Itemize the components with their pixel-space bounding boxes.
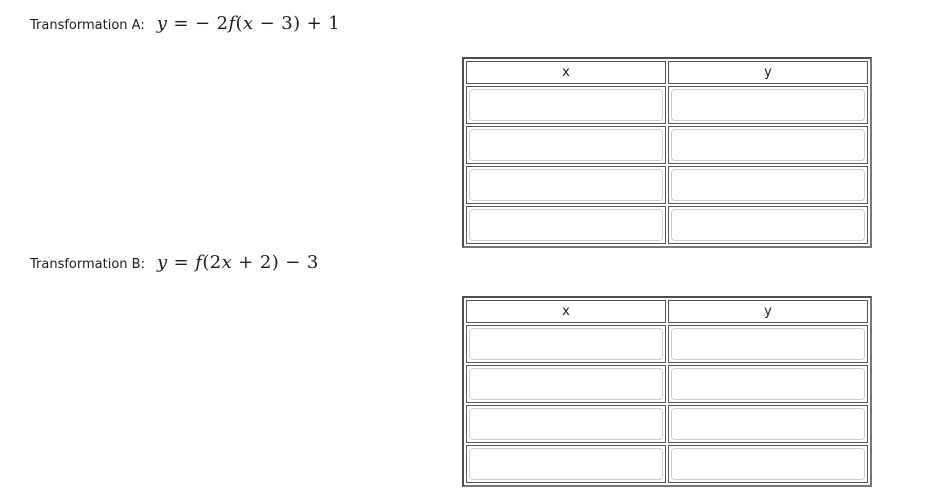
table-a-header-y: y	[668, 61, 868, 84]
table-b-row4-x-input[interactable]	[469, 448, 663, 480]
table-row	[466, 126, 868, 164]
formula-part-variable: x	[221, 252, 233, 273]
table-a-row1-y-input[interactable]	[671, 89, 865, 121]
formula-part-operator: = − 2	[167, 13, 229, 34]
table-a-header-x: x	[466, 61, 666, 84]
formula-part-variable: y	[156, 252, 168, 273]
table-row	[466, 206, 868, 244]
formula-part-variable: x	[242, 13, 254, 34]
table-b-row2-y-input[interactable]	[671, 368, 865, 400]
table-row	[466, 405, 868, 443]
table-b-row4-y-input[interactable]	[671, 448, 865, 480]
table-b-header-x: x	[466, 300, 666, 323]
table-b-header-row: x y	[466, 300, 868, 323]
table-a-row4-x-input[interactable]	[469, 209, 663, 241]
formula-part-operator: + 2) − 3	[232, 252, 319, 273]
table-a-row1-x-input[interactable]	[469, 89, 663, 121]
table-b-row3-x-input[interactable]	[469, 408, 663, 440]
formula-part-operator: (2	[202, 252, 222, 273]
transformation-a-table-block: x y	[462, 57, 872, 248]
formula-part-variable: f	[228, 13, 236, 34]
table-b-row1-y-input[interactable]	[671, 328, 865, 360]
table-a-row3-y-input[interactable]	[671, 169, 865, 201]
transformation-a-prompt: Transformation A: y = − 2f(x − 3) + 1	[30, 13, 340, 34]
table-b-row2-x-input[interactable]	[469, 368, 663, 400]
table-a-row4-y-input[interactable]	[671, 209, 865, 241]
table-row	[466, 365, 868, 403]
table-b-row3-y-input[interactable]	[671, 408, 865, 440]
transformation-b-prompt: Transformation B: y = f(2x + 2) − 3	[30, 252, 319, 273]
transformation-b-table-block: x y	[462, 296, 872, 487]
transformation-a-formula: y = − 2f(x − 3) + 1	[157, 13, 340, 34]
table-row	[466, 325, 868, 363]
formula-part-variable: y	[156, 13, 168, 34]
transformation-b-formula: y = f(2x + 2) − 3	[157, 252, 319, 273]
table-row	[466, 445, 868, 483]
table-b-row1-x-input[interactable]	[469, 328, 663, 360]
formula-part-operator: − 3) + 1	[253, 13, 341, 34]
table-b-header-y: y	[668, 300, 868, 323]
transformation-b-label: Transformation B:	[30, 257, 145, 272]
table-row	[466, 86, 868, 124]
formula-part-operator: =	[167, 252, 196, 273]
formula-part-variable: f	[195, 252, 203, 273]
table-a-row2-y-input[interactable]	[671, 129, 865, 161]
transformation-b-table: x y	[462, 296, 872, 487]
table-a-row2-x-input[interactable]	[469, 129, 663, 161]
formula-part-operator: (	[235, 13, 243, 34]
table-a-header-row: x y	[466, 61, 868, 84]
transformation-a-label: Transformation A:	[30, 18, 145, 33]
table-row	[466, 166, 868, 204]
transformation-a-table: x y	[462, 57, 872, 248]
table-a-row3-x-input[interactable]	[469, 169, 663, 201]
